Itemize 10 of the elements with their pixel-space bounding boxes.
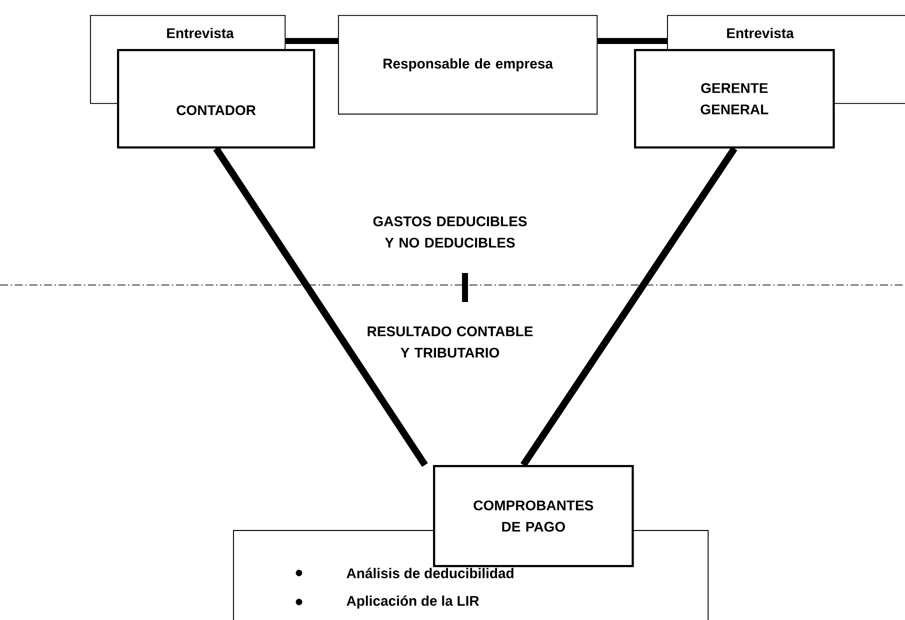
- role-box: Responsable de empresa: [338, 15, 598, 115]
- document-box: COMPROBANTES DE PAGO: [433, 465, 634, 568]
- connector-line: [520, 146, 738, 467]
- role-box: GERENTE GENERAL: [634, 49, 835, 148]
- role-box: CONTADOR: [117, 49, 316, 148]
- connector-line: [598, 38, 667, 44]
- annotation-text: RESULTADO CONTABLE Y TRIBUTARIO: [368, 326, 533, 358]
- connector-line: [286, 38, 338, 44]
- connector-line: [213, 146, 428, 467]
- annotation-text: GASTOS DEDUCIBLES Y NO DEDUCIBLES: [373, 216, 527, 248]
